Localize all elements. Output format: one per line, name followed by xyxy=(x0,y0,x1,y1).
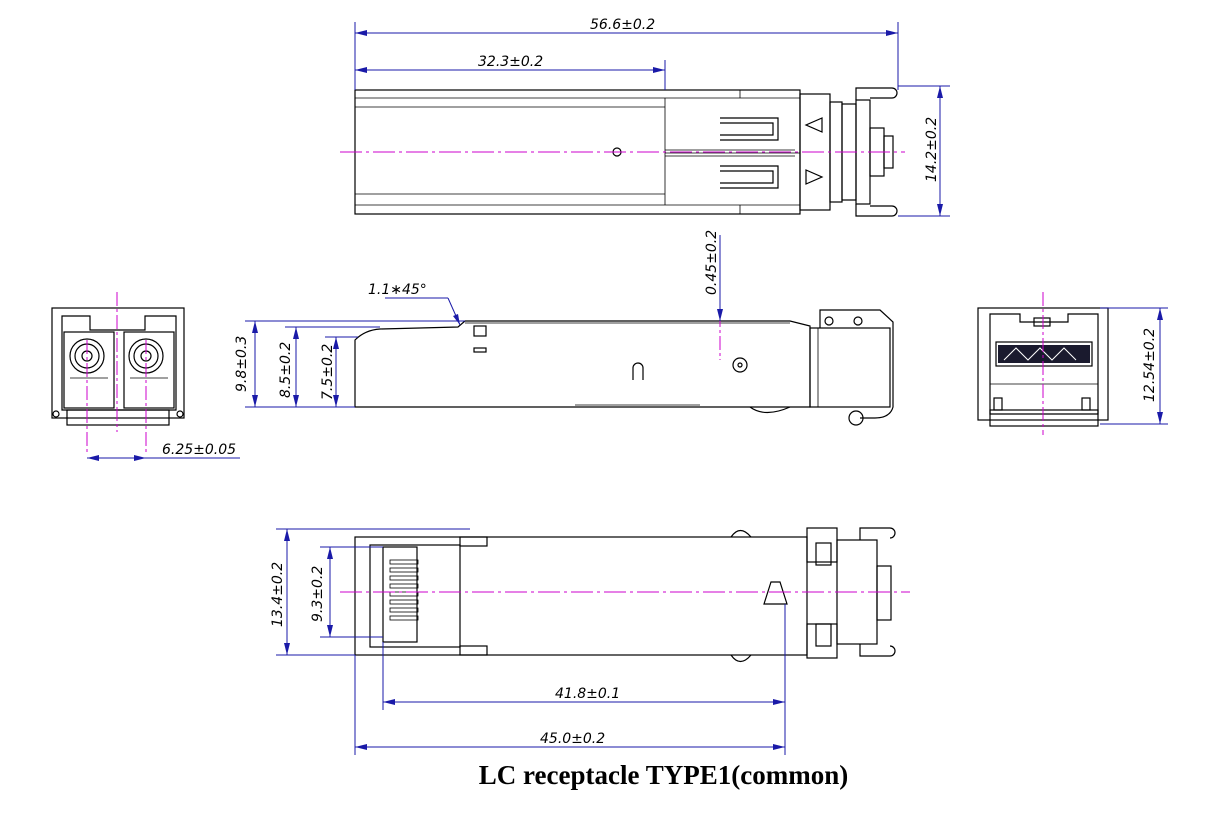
bottom-view-dimensions: 13.4±0.2 9.3±0.2 41.8±0.1 45.0±0.2 xyxy=(270,528,786,755)
dim-overall-length: 56.6±0.2 xyxy=(590,17,655,33)
dim-back-height: 12.54±0.2 xyxy=(1142,328,1158,402)
top-view-dimensions: 56.6±0.2 32.3±0.2 14.2±0.2 xyxy=(354,17,950,217)
dim-chamfer: 1.1∗45° xyxy=(368,282,427,298)
dim-port-pitch: 6.25±0.05 xyxy=(162,442,236,458)
top-view xyxy=(340,87,905,217)
dim-height-b: 8.5±0.2 xyxy=(278,342,294,398)
front-view xyxy=(51,292,185,455)
dim-bottom-length-b: 45.0±0.2 xyxy=(540,731,605,747)
back-view xyxy=(977,292,1109,435)
front-view-dimensions: 6.25±0.05 xyxy=(87,442,240,461)
back-view-dimensions: 12.54±0.2 xyxy=(1100,307,1168,425)
dim-height-a: 9.8±0.3 xyxy=(234,336,250,392)
side-view-dimensions: 1.1∗45° 0.45±0.2 9.8±0.3 8.5±0.2 7.5±0.2 xyxy=(234,230,723,408)
dim-height-c: 7.5±0.2 xyxy=(320,344,336,400)
dim-bottom-length-a: 41.8±0.1 xyxy=(555,686,620,702)
figure-caption: LC receptacle TYPE1(common) xyxy=(478,760,849,790)
dim-bottom-connector: 9.3±0.2 xyxy=(310,566,326,622)
dim-top-height: 14.2±0.2 xyxy=(924,117,940,182)
bottom-view xyxy=(340,527,910,663)
dim-top-partial-length: 32.3±0.2 xyxy=(478,54,543,70)
dim-bottom-width: 13.4±0.2 xyxy=(270,562,286,627)
side-view xyxy=(354,290,894,426)
dim-tab-height: 0.45±0.2 xyxy=(704,230,720,295)
